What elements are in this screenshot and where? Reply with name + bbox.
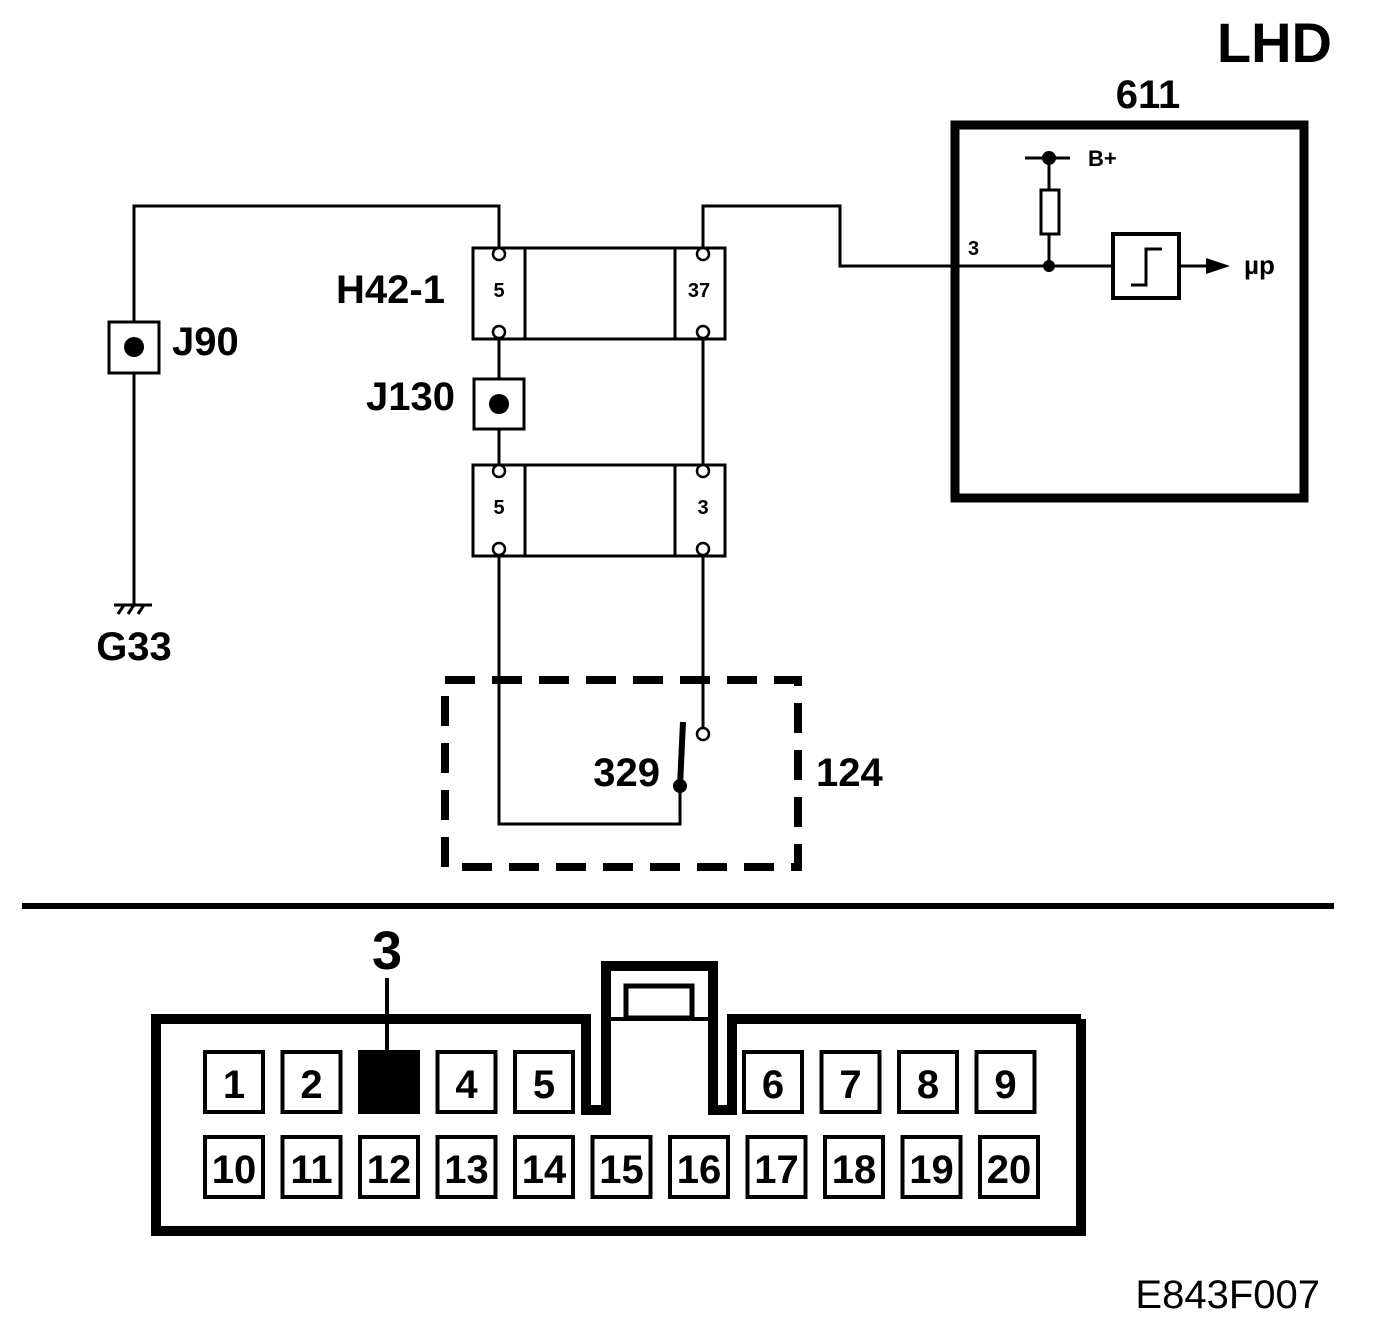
connector-pin-label: 1: [223, 1063, 245, 1107]
output-label: µp: [1244, 250, 1275, 280]
connector-pin-label: 18: [832, 1148, 877, 1192]
connector-pin-7: 7: [819, 1050, 882, 1114]
supply-label: B+: [1088, 146, 1117, 171]
connector-pin-label: 14: [522, 1148, 567, 1192]
connector-pin-label: 8: [917, 1063, 939, 1107]
control-unit-pin-label: 3: [968, 238, 979, 260]
switch-contact-icon: [677, 721, 686, 787]
splice-j130-label: J130: [366, 375, 455, 419]
ground-g33: G33: [96, 603, 172, 669]
wires: [132, 204, 1049, 826]
ground-label: G33: [96, 625, 172, 669]
connector-pin-label: 7: [839, 1063, 861, 1107]
connector-pin-label: 9: [994, 1063, 1016, 1107]
connector-pin-8: 8: [897, 1050, 959, 1114]
splice-j90-label: J90: [172, 320, 239, 364]
connector-pin-19: 19: [900, 1135, 963, 1199]
connector-pin-4: 4: [435, 1050, 498, 1114]
connector-pin-14: 14: [513, 1135, 575, 1199]
connector-h42-1: 5 37 H42-1: [336, 246, 727, 341]
connector-lower: 5 3: [471, 463, 727, 558]
figure-code: E843F007: [1135, 1273, 1320, 1317]
connector-pin-2: 2: [280, 1050, 343, 1114]
pin-row-top-left: 1 2 4 5: [203, 1050, 575, 1114]
connector-pin-9: 9: [974, 1050, 1037, 1114]
connector-pin-1: 1: [203, 1050, 265, 1114]
connector-latch: [623, 983, 695, 1021]
splice-j90: J90: [107, 320, 239, 375]
connector-pin-12: 12: [358, 1135, 420, 1199]
connector-pin-label: 4: [455, 1063, 478, 1107]
connector-upper-right-pin: 37: [688, 280, 710, 302]
connector-lower-right-pin: 3: [697, 497, 708, 519]
connector-pin-5: 5: [513, 1050, 575, 1114]
variant-label: LHD: [1217, 11, 1332, 74]
connector-pin-label: 16: [677, 1148, 722, 1192]
connector-housing: [151, 961, 1086, 1236]
connector-pin-15: 15: [590, 1135, 653, 1199]
control-unit-box: [950, 120, 1309, 503]
control-unit-id: 611: [1116, 73, 1181, 117]
switch-id: 329: [593, 751, 660, 795]
splice-j130: J130: [366, 375, 526, 431]
connector-pin-11: 11: [280, 1135, 343, 1199]
connector-pin-13: 13: [435, 1135, 498, 1199]
connector-pin-label: 19: [909, 1148, 954, 1192]
control-unit-611: 611 3 B+ µp: [950, 73, 1309, 503]
connector-pin-10: 10: [203, 1135, 265, 1199]
connector-pin-18: 18: [823, 1135, 885, 1199]
connector-pin-label: 10: [212, 1148, 257, 1192]
pin-row-top-right: 6 7 8 9: [742, 1050, 1037, 1114]
pullup-resistor-icon: [1039, 188, 1061, 236]
connector-pin-17: 17: [745, 1135, 808, 1199]
connector-pin-label: 2: [300, 1063, 322, 1107]
highlighted-pin-callout: 3: [372, 921, 402, 981]
connector-pin-label: 13: [444, 1148, 489, 1192]
connector-pin-20: 20: [978, 1135, 1040, 1199]
connector-pin-label: 12: [367, 1148, 412, 1192]
switch-component-124: 329 124: [441, 676, 883, 871]
connector-pin-label: 15: [599, 1148, 644, 1192]
connector-pin-label: 6: [762, 1063, 784, 1107]
connector-pin-16: 16: [668, 1135, 730, 1199]
connector-pin-label: 17: [754, 1148, 799, 1192]
component-dashed-boundary: [441, 676, 802, 871]
arrow-right-icon: [1206, 258, 1230, 274]
connector-pin-label: 5: [533, 1063, 555, 1107]
connector-pin-3: [358, 1050, 420, 1114]
connector-upper-id: H42-1: [336, 268, 445, 312]
connector-upper-left-pin: 5: [493, 280, 504, 302]
pin-row-bottom: 10 11 12 13 14 15 16 17 18 19 20: [203, 1135, 1040, 1199]
connector-pin-label: 11: [290, 1148, 332, 1192]
connector-pin-label: 20: [987, 1148, 1032, 1192]
component-id: 124: [816, 751, 883, 795]
connector-lower-left-pin: 5: [493, 497, 504, 519]
connector-pin-6: 6: [742, 1050, 804, 1114]
